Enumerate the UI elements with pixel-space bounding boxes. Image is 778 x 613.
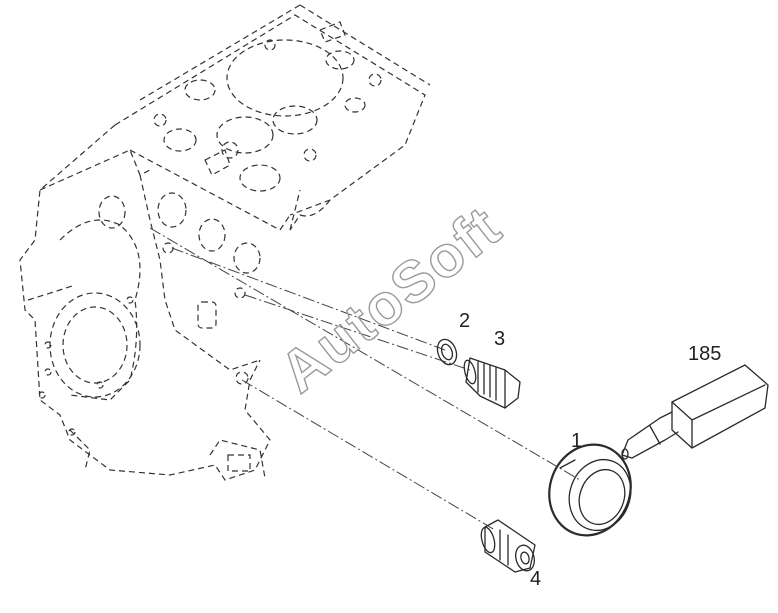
autosoft-watermark: AutoSoft xyxy=(267,193,514,406)
washer-part xyxy=(436,338,458,366)
seal-ring-part xyxy=(548,443,632,537)
svg-text:AutoSoft: AutoSoft xyxy=(268,193,514,405)
callout-sealant-tube: 185 xyxy=(688,343,721,365)
assembly-lines xyxy=(149,227,581,531)
callout-washer: 2 xyxy=(459,310,470,332)
sleeve-part xyxy=(480,519,536,573)
plug-part xyxy=(463,357,521,409)
callout-seal-ring: 1 xyxy=(571,430,582,452)
callout-sleeve: 4 xyxy=(530,568,541,590)
engine-block xyxy=(19,4,431,481)
callout-plug: 3 xyxy=(494,328,505,350)
sealant-tube-part xyxy=(621,364,769,460)
